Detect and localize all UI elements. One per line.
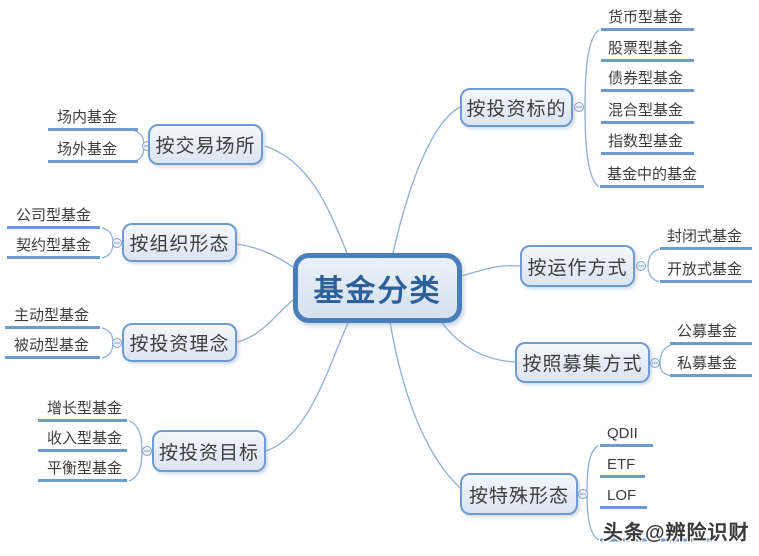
child-item[interactable]: 混合型基金 <box>601 102 694 124</box>
branch-label: 按运作方式 <box>527 257 628 279</box>
child-item[interactable]: 开放式基金 <box>660 261 752 283</box>
brace-by-investment-target <box>584 29 600 188</box>
branch-label: 按投资标的 <box>466 99 567 120</box>
brace-by-operation-mode <box>647 248 660 283</box>
brace-by-special-form <box>586 445 600 541</box>
child-item[interactable]: LOF <box>600 487 647 509</box>
branch-by-special-form[interactable]: 按特殊形态 <box>460 473 578 515</box>
branch-by-investment-philosophy[interactable]: 按投资理念 <box>122 323 237 362</box>
child-item[interactable]: QDII <box>600 425 653 447</box>
watermark: 头条@辨险识财 <box>603 522 750 544</box>
wire-by-investment-goal <box>265 322 349 452</box>
collapse-toggle[interactable] <box>574 102 584 112</box>
child-item[interactable]: 公募基金 <box>670 323 752 345</box>
collapse-toggle[interactable] <box>636 261 646 271</box>
child-item[interactable]: 货币型基金 <box>601 9 694 31</box>
branch-label: 按照募集方式 <box>522 354 643 375</box>
wire-by-investment-philosophy <box>236 299 294 343</box>
wire-by-organization-form <box>236 243 294 268</box>
branch-label: 按组织形态 <box>129 234 230 255</box>
child-item[interactable]: 封闭式基金 <box>660 228 752 250</box>
branch-label: 按特殊形态 <box>468 485 569 507</box>
brace-by-investment-philosophy <box>101 327 114 359</box>
branch-by-operation-mode[interactable]: 按运作方式 <box>520 245 635 287</box>
child-item[interactable]: 平衡型基金 <box>38 460 127 482</box>
child-item[interactable]: 被动型基金 <box>5 337 100 359</box>
child-item[interactable]: 私募基金 <box>670 355 752 377</box>
child-item[interactable]: 场内基金 <box>48 109 138 131</box>
collapse-toggle[interactable] <box>578 489 588 499</box>
child-item[interactable]: 债券型基金 <box>601 70 694 92</box>
wire-by-fundraising-method <box>439 319 516 363</box>
child-item[interactable]: 公司型基金 <box>7 207 100 229</box>
child-item[interactable]: ETF <box>600 456 645 478</box>
center-topic[interactable]: 基金分类 <box>293 253 462 323</box>
child-item[interactable]: 主动型基金 <box>5 307 100 329</box>
child-item[interactable]: 股票型基金 <box>601 40 694 62</box>
child-item[interactable]: 契约型基金 <box>7 237 100 259</box>
child-item[interactable]: 收入型基金 <box>38 430 127 452</box>
branch-by-trading-place[interactable]: 按交易场所 <box>148 124 263 165</box>
branch-label: 按投资理念 <box>129 334 230 355</box>
branch-by-investment-target[interactable]: 按投资标的 <box>460 88 573 127</box>
wire-by-operation-mode <box>461 264 521 277</box>
wire-by-trading-place <box>264 145 348 254</box>
branch-label: 按投资目标 <box>158 442 259 464</box>
child-item[interactable]: 指数型基金 <box>601 133 694 155</box>
collapse-toggle[interactable] <box>112 238 122 248</box>
collapse-toggle[interactable] <box>650 358 660 368</box>
collapse-toggle[interactable] <box>142 446 152 456</box>
center-topic-label: 基金分类 <box>313 275 442 308</box>
collapse-toggle[interactable] <box>112 338 122 348</box>
wire-by-special-form <box>389 321 461 489</box>
branch-by-organization-form[interactable]: 按组织形态 <box>122 223 237 262</box>
branch-by-investment-goal[interactable]: 按投资目标 <box>152 430 266 472</box>
brace-by-investment-goal <box>128 420 143 482</box>
branch-by-fundraising-method[interactable]: 按照募集方式 <box>515 342 650 383</box>
brace-by-organization-form <box>101 227 114 259</box>
branch-label: 按交易场所 <box>155 136 256 157</box>
child-item[interactable]: 增长型基金 <box>38 400 127 422</box>
child-item[interactable]: 基金中的基金 <box>600 166 704 188</box>
wire-by-investment-target <box>392 106 461 254</box>
child-item[interactable]: 场外基金 <box>48 141 138 163</box>
